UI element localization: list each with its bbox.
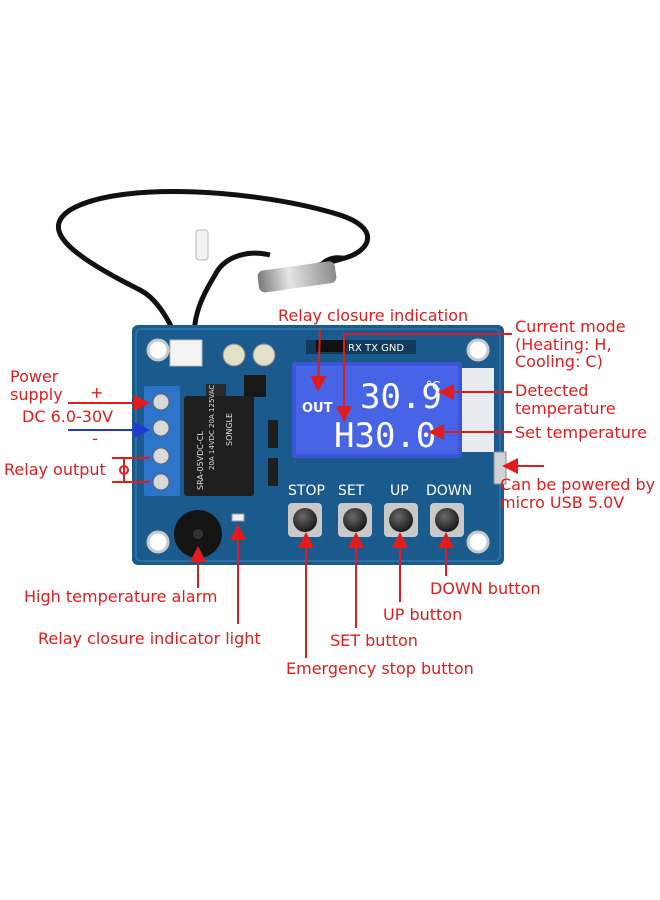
label-power-plus: + [90,383,104,402]
relay-model-text: SRA-05VDC-CL [196,431,205,490]
relay: SONGLE 20A 14VDC 20A 125VAC SRA-05VDC-CL [184,385,254,496]
arrow-current-mode [336,333,512,422]
label-relay-indicator-light: Relay closure indicator light [38,629,261,648]
label-power-supply: Power supply [10,367,63,404]
relay-output-bracket [112,457,125,483]
stop-button[interactable] [288,503,322,537]
set-button-label: SET [338,483,365,499]
stop-button-label: STOP [288,483,325,499]
header-pin-labels: RX TX GND [348,343,404,354]
lcd-display: OUT 30.9 °C H30.0 [292,362,494,458]
arrow-relay-closure [310,329,327,392]
label-set-button: SET button [330,631,418,650]
relay-indicator-led [231,513,245,522]
label-power-minus: - [92,429,98,448]
label-up-button: UP button [383,605,463,624]
down-button[interactable] [430,503,464,537]
relay-rating-text: 20A 14VDC 20A 125VAC [208,385,216,470]
uart-header: RX TX GND [316,340,404,354]
label-set-temperature: Set temperature [515,423,647,442]
label-high-temp-alarm: High temperature alarm [24,587,218,606]
lcd-set-temperature: H30.0 [334,416,436,456]
lcd-detected-temperature: 30.9 [360,377,442,417]
lcd-temperature-unit: °C [426,379,440,393]
up-button[interactable] [384,503,418,537]
label-micro-usb: Can be powered by micro USB 5.0V [500,475,656,512]
screw-terminal-block [144,386,180,496]
temperature-probe-tip [257,261,337,293]
set-button[interactable] [338,503,372,537]
label-emergency-stop: Emergency stop button [286,659,474,678]
buzzer [174,510,222,558]
label-detected-temperature: Detected temperature [515,381,616,418]
label-current-mode: Current mode (Heating: H, Cooling: C) [515,317,626,372]
label-relay-output: Relay output [4,460,106,479]
label-power-voltage: DC 6.0-30V [22,407,114,426]
button-row: STOP SET UP DOWN [288,483,472,537]
label-down-button: DOWN button [430,579,541,598]
callout-arrows [68,329,544,658]
relay-brand-text: SONGLE [225,413,234,446]
label-relay-closure-indication: Relay closure indication [278,306,469,325]
lcd-out-indicator: OUT [302,401,333,416]
down-button-label: DOWN [426,483,472,499]
up-button-label: UP [390,483,409,499]
